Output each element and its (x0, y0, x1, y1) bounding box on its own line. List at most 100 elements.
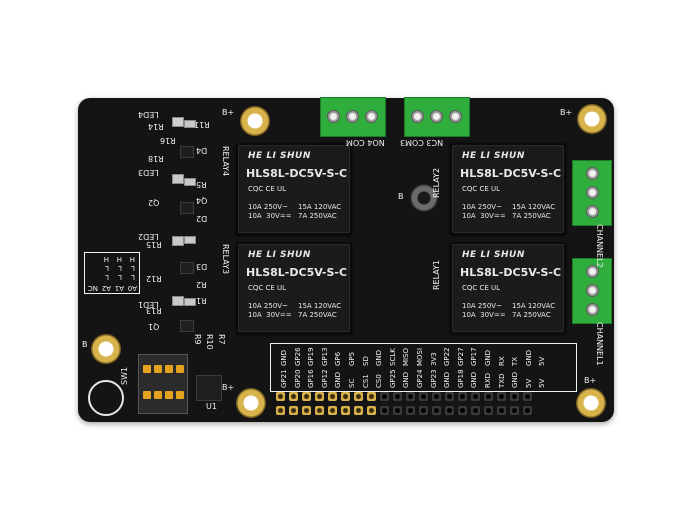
address-header-a2: A2 (101, 284, 111, 292)
gpio-label: GP16 (307, 369, 316, 388)
relay-brand: HE LI SHUN (248, 250, 311, 260)
silk-led4: LED4 (138, 110, 159, 119)
address-cell: L (105, 264, 109, 272)
gpio-pin (328, 406, 337, 415)
silk-relay3: RELAY3 (221, 244, 230, 275)
silk-part: Q2 (148, 198, 160, 207)
gpio-pin (419, 392, 428, 401)
gpio-pin (393, 392, 402, 401)
silk-relay2: RELAY2 (432, 167, 441, 198)
silk-part: D2 (196, 214, 208, 223)
gpio-label: GP25 (388, 369, 397, 388)
dip-switch-lever[interactable] (154, 365, 162, 373)
relay-spec-left: 10A 250V~ 10A 30V== (462, 302, 506, 319)
gpio-pin (406, 406, 415, 415)
gpio-pin (354, 406, 363, 415)
gpio-pin (406, 392, 415, 401)
dip-switch-lever[interactable] (143, 391, 151, 399)
center-test-pad (410, 184, 438, 212)
gpio-pin (458, 392, 467, 401)
gpio-pin (484, 392, 493, 401)
relay-model: HLS8L-DC5V-S-C (460, 266, 562, 279)
address-cell: H (103, 255, 109, 263)
address-cell: L (131, 273, 135, 281)
silk-part: D4 (196, 146, 208, 155)
silk-b-plus-top-left: B+ (222, 108, 235, 117)
gpio-pin (497, 392, 506, 401)
gpio-label: GND (375, 349, 384, 366)
dip-switch-lever[interactable] (154, 391, 162, 399)
gpio-label: SD (361, 356, 370, 366)
gpio-pin (328, 392, 337, 401)
silk-sw1: SW1 (120, 366, 129, 385)
silk-part: R2 (196, 280, 207, 289)
address-cell: H (116, 255, 122, 263)
smd-led (172, 296, 184, 306)
gpio-label: GND (524, 349, 533, 366)
silk-u1: U1 (206, 402, 217, 411)
gpio-pin (510, 392, 519, 401)
address-cell: L (131, 264, 135, 272)
gpio-pin (484, 406, 493, 415)
smd-transistor (180, 146, 194, 158)
silk-relay1: RELAY1 (432, 259, 441, 290)
silk-led3: LED3 (138, 168, 159, 177)
silk-channel2: CHANNEL2 (595, 224, 604, 268)
gpio-label: GP17 (470, 347, 479, 366)
terminal-block-channel2 (572, 160, 612, 226)
silk-relay4: RELAY4 (221, 146, 230, 177)
dip-switch-lever[interactable] (176, 391, 184, 399)
gpio-pin (315, 406, 324, 415)
silk-channel1: CHANNEL1 (595, 322, 604, 366)
silk-b-plus-top-right: B+ (560, 108, 573, 117)
silk-b-plus-bottom-right: B+ (584, 376, 597, 385)
gpio-label: GP20 (293, 369, 302, 388)
mounting-hole-left (91, 334, 121, 364)
address-cell: L (118, 264, 122, 272)
gpio-label: GP23 (429, 369, 438, 388)
dip-switch-lever[interactable] (143, 365, 151, 373)
dip-switch-lever[interactable] (165, 365, 173, 373)
relay-spec-left: 10A 250V~ 10A 30V== (248, 302, 292, 319)
gpio-label: MOSI (416, 347, 424, 366)
gpio-label: TX (511, 356, 520, 366)
gpio-pin (302, 392, 311, 401)
gpio-pin (445, 392, 454, 401)
address-header-a1: A1 (114, 284, 124, 292)
gpio-pin (497, 406, 506, 415)
relay-cert: CQC CE UL (462, 284, 501, 292)
relay-model: HLS8L-DC5V-S-C (460, 167, 562, 180)
smd-resistor (184, 120, 196, 128)
address-header-nc: NC (87, 284, 98, 292)
gpio-label: CS0 (375, 374, 384, 388)
terminal-block-top-right (404, 97, 470, 137)
relay-2: HE LI SHUN HLS8L-DC5V-S-C CQC CE UL 10A … (450, 143, 566, 235)
gpio-pin (354, 392, 363, 401)
gpio-label: GND (280, 349, 288, 366)
gpio-pin (393, 406, 402, 415)
gpio-label: GND (334, 371, 343, 388)
address-cell: L (105, 273, 109, 281)
gpio-pin (445, 406, 454, 415)
gpio-pin (341, 392, 350, 401)
silk-b-left: B (82, 340, 88, 349)
dip-switch[interactable] (138, 354, 188, 414)
gpio-label: RX (497, 356, 506, 366)
gpio-label: GND (511, 371, 520, 388)
dip-switch-lever[interactable] (165, 391, 173, 399)
relay-brand: HE LI SHUN (248, 151, 311, 161)
mounting-hole-bottom-left (236, 388, 266, 418)
gpio-label: GP13 (320, 347, 329, 366)
dip-switch-lever[interactable] (176, 365, 184, 373)
gpio-pin (458, 406, 467, 415)
silk-part: R7 (217, 334, 226, 345)
relay-1: HE LI SHUN HLS8L-DC5V-S-C CQC CE UL 10A … (450, 242, 566, 334)
terminal-block-channel1 (572, 258, 612, 324)
gpio-label: GP18 (456, 369, 465, 388)
relay-model: HLS8L-DC5V-S-C (246, 266, 348, 279)
gpio-label: RXD (484, 372, 492, 388)
silk-part: R1 (196, 296, 207, 305)
gpio-label: GP19 (307, 347, 316, 366)
gpio-label: SCLK (388, 348, 397, 366)
gpio-pin (276, 392, 285, 401)
